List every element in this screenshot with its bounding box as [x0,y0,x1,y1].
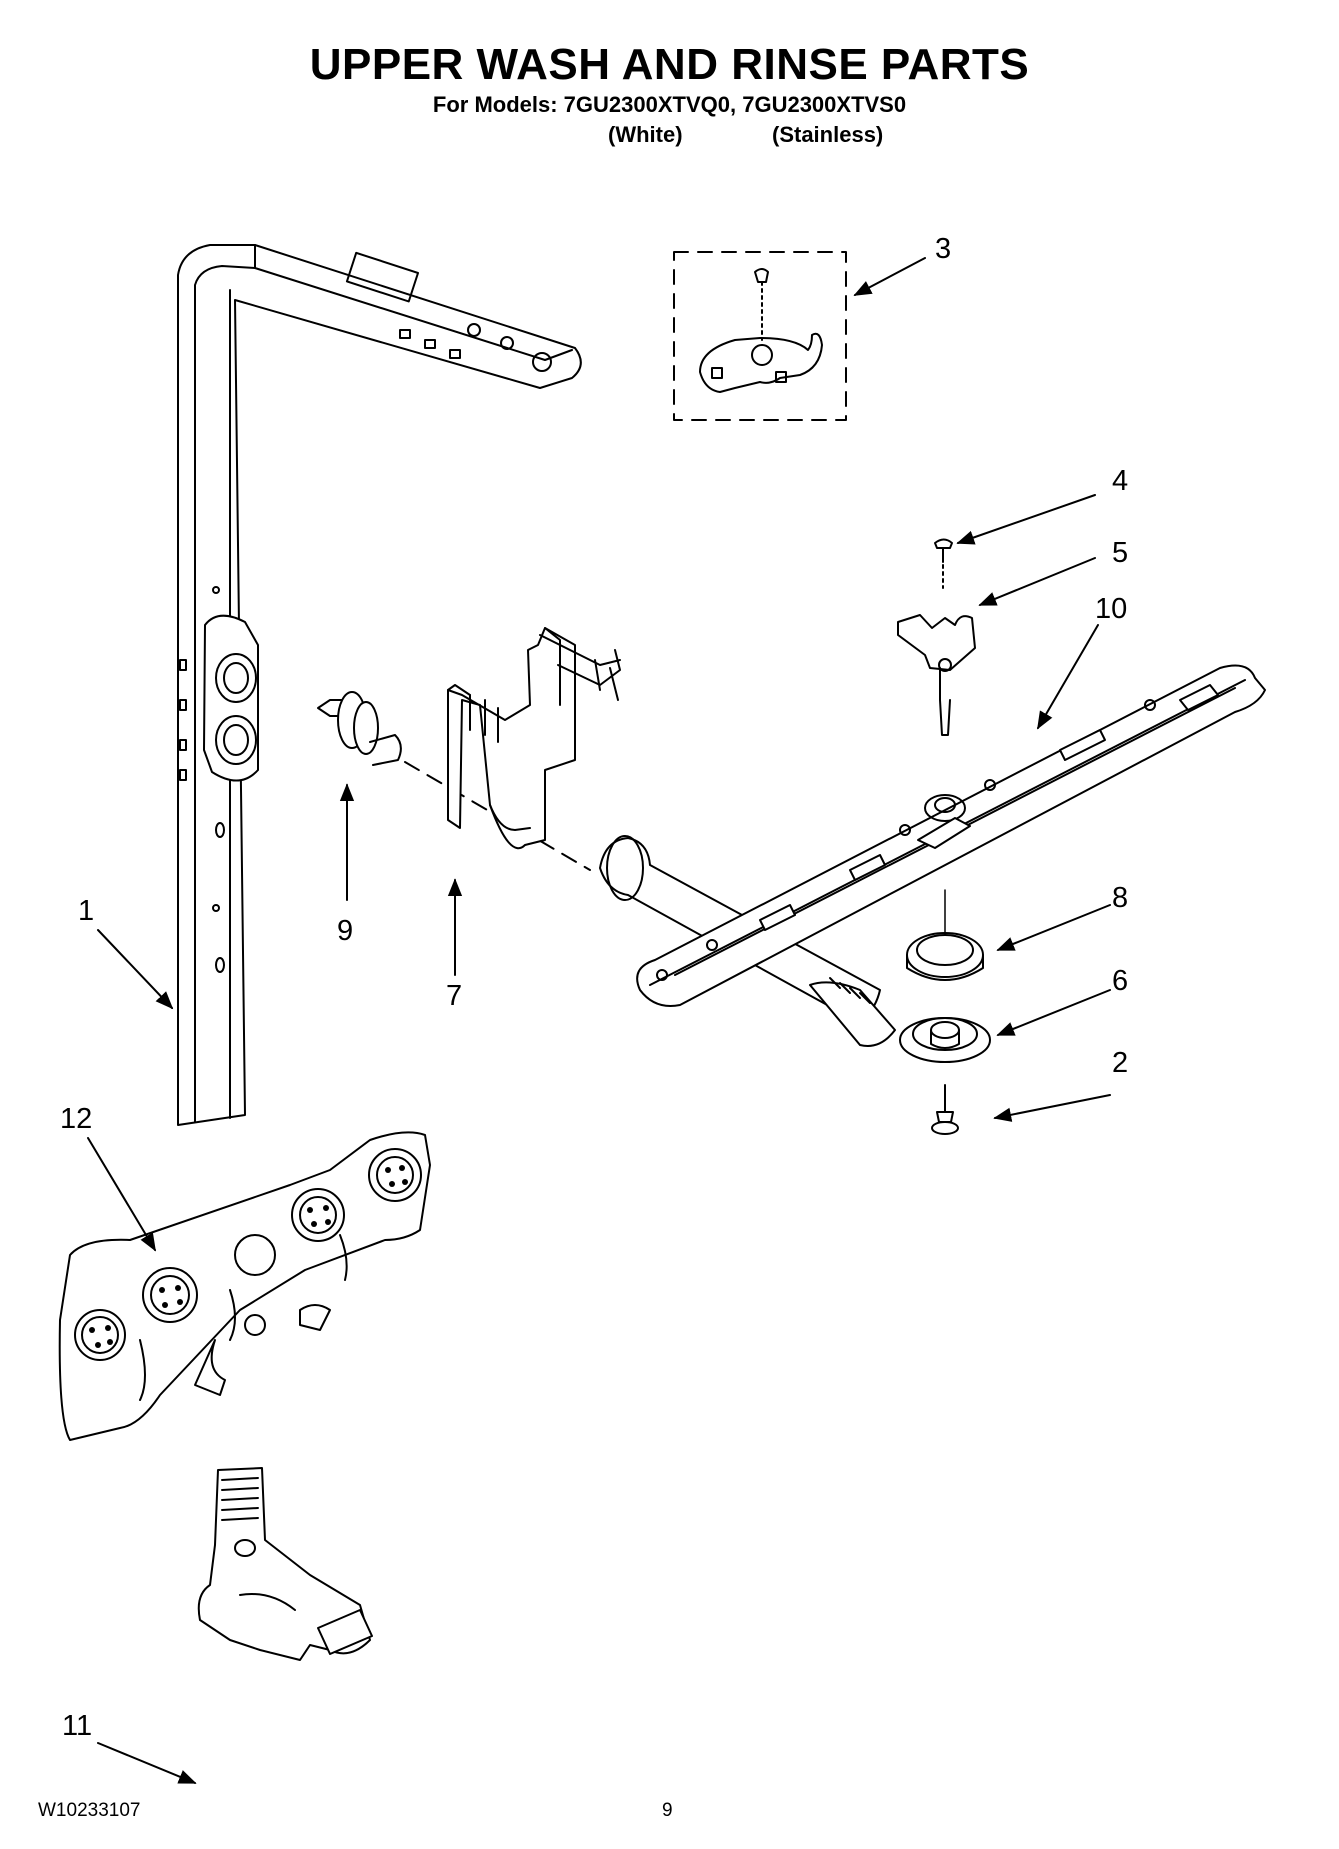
callout-3: 3 [935,233,951,265]
part-5-clip [897,614,976,736]
callout-9: 9 [337,915,353,947]
document-number: W10233107 [38,1800,141,1821]
part-4-screw [934,538,953,589]
part-7-bracket [447,627,621,850]
leader-arrow-4 [956,494,1096,545]
callout-7: 7 [446,980,462,1012]
callout-5: 5 [1112,537,1128,569]
leader-arrow-2 [993,1094,1111,1122]
part-2-screw [931,1084,959,1135]
leader-arrow-12 [87,1137,156,1252]
page-title: UPPER WASH AND RINSE PARTS [309,40,1030,89]
variant-stainless: (Stainless) [772,122,884,147]
model-numbers: For Models: 7GU2300XTVQ0, 7GU2300XTVS0 [432,92,907,117]
page-number: 9 [662,1800,673,1821]
variant-white: (White) [608,122,683,147]
leader-arrow-1 [97,929,174,1010]
callout-12: 12 [60,1103,92,1135]
callout-labels: 1 2 3 4 5 6 7 8 9 10 11 12 [60,233,1128,1742]
callout-4: 4 [1112,465,1128,497]
callout-1: 1 [78,895,94,927]
part-10-spray-arm [599,664,1266,1047]
callout-10: 10 [1095,593,1127,625]
part-1-wash-tube [177,244,582,1126]
callout-2: 2 [1112,1047,1128,1079]
callout-8: 8 [1112,882,1128,914]
leader-arrow-3 [853,257,926,296]
part-6-hub [899,1017,991,1063]
leader-arrow-8 [996,904,1111,951]
leader-arrow-5 [978,557,1096,606]
callout-11: 11 [62,1710,92,1742]
part-12-spray-manifold [58,1131,431,1441]
leader-lines [87,257,1111,1784]
part-11-fitting [197,1467,373,1661]
part-8-ring [906,932,984,981]
part-3-detail-box [673,251,847,421]
leader-arrow-10 [1037,624,1099,730]
leader-arrow-11 [97,1742,197,1784]
callout-6: 6 [1112,965,1128,997]
leader-arrow-6 [996,989,1111,1036]
